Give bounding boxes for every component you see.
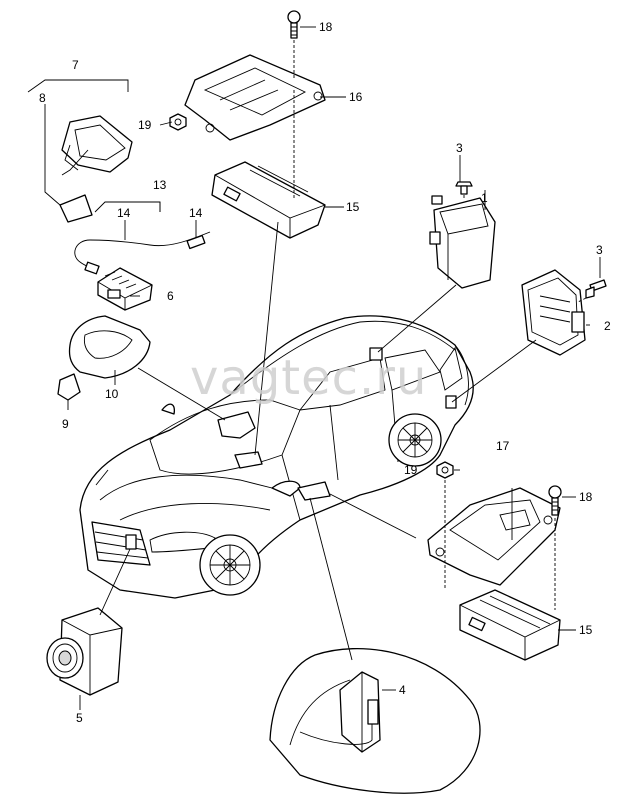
nut-19-top: [169, 113, 187, 131]
callout-labels: 18 16 19 15 7 8 13 14 14 6 10 9 3 1 3 2 …: [39, 20, 611, 725]
callout-5: 5: [76, 711, 83, 725]
car-body: [79, 315, 474, 599]
callout-19-right: 19: [404, 463, 418, 477]
callout-15-right: 15: [579, 623, 593, 637]
callout-1: 1: [481, 191, 488, 205]
bolt-18-right: [548, 485, 562, 610]
callout-14-left: 14: [117, 206, 131, 220]
camera-5: [46, 607, 123, 696]
marker-control-unit: [234, 451, 263, 469]
bracket-16: [184, 54, 326, 141]
watermark: vagtec.ru: [190, 350, 428, 406]
cable-13: [74, 201, 211, 275]
callout-19-top: 19: [138, 118, 152, 132]
callout-8: 8: [39, 91, 46, 105]
marker-front-camera: [125, 534, 137, 550]
callout-14-right: 14: [189, 206, 203, 220]
callout-18-top: 18: [319, 20, 333, 34]
bolt-3-upper: [455, 181, 473, 200]
callout-4: 4: [399, 683, 406, 697]
connector-6: [97, 267, 153, 311]
callout-17: 17: [496, 439, 510, 453]
radar-2: [521, 269, 586, 356]
callout-3-upper: 3: [456, 141, 463, 155]
mirror-4: [269, 647, 481, 794]
leader-lines: [67, 26, 601, 710]
callout-7: 7: [72, 58, 79, 72]
callout-13: 13: [153, 178, 167, 192]
callout-6: 6: [167, 289, 174, 303]
callout-16: 16: [349, 90, 363, 104]
bolt-3-lower: [577, 279, 607, 303]
cover-10: [57, 315, 151, 401]
marker-windshield-camera: [217, 411, 256, 439]
callout-10: 10: [105, 387, 119, 401]
bracket-17: [427, 487, 561, 586]
callout-15-top: 15: [346, 200, 360, 214]
radar-1: [429, 195, 496, 289]
control-unit-15-right: [459, 589, 561, 661]
nut-19-right: [436, 461, 454, 590]
callout-2: 2: [604, 319, 611, 333]
rear-wheel: [388, 413, 442, 467]
marker-radar-2: [445, 395, 457, 409]
cover-8: [44, 104, 93, 223]
control-unit-15-top: [211, 90, 326, 239]
bolt-18-top: [287, 10, 301, 80]
front-wheel: [199, 534, 261, 596]
marker-mirror-sensor: [297, 481, 331, 501]
callout-3-lower: 3: [596, 243, 603, 257]
camera-bracket-7: [27, 79, 133, 176]
callout-18-right: 18: [579, 490, 593, 504]
callout-9: 9: [62, 417, 69, 431]
